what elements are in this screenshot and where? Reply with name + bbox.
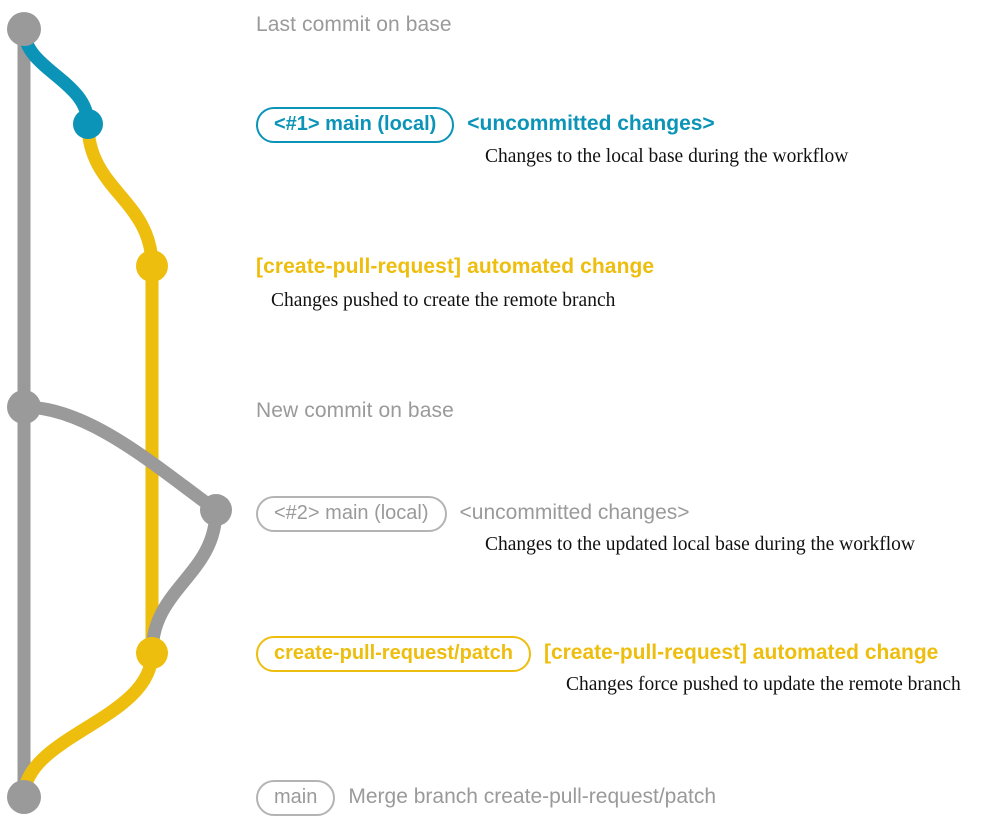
headline-new-commit-on-base: New commit on base bbox=[256, 399, 454, 422]
row-last-commit-on-base: Last commit on base bbox=[256, 13, 452, 37]
row-local-commit-1: <#1> main (local) <uncommitted changes> bbox=[256, 107, 715, 143]
remote-branch-edge-1 bbox=[81, 117, 159, 273]
badge-main-local-1[interactable]: <#1> main (local) bbox=[256, 107, 455, 143]
commit-node-local-commit-2 bbox=[200, 494, 232, 526]
headline-last-commit-on-base: Last commit on base bbox=[256, 13, 452, 36]
commit-node-remote-commit-1 bbox=[136, 250, 168, 282]
row-new-commit-on-base: New commit on base bbox=[256, 399, 454, 423]
commit-node-local-commit-1 bbox=[73, 109, 103, 139]
local-branch-edge-2 bbox=[17, 400, 223, 517]
trailing-merge-message: Merge branch create-pull-request/patch bbox=[348, 785, 717, 808]
subline-local-commit-1: Changes to the local base during the wor… bbox=[485, 146, 849, 167]
subline-remote-commit-1: Changes pushed to create the remote bran… bbox=[271, 290, 616, 311]
commit-node-remote-commit-2 bbox=[136, 637, 168, 669]
force-push-edge bbox=[145, 503, 223, 660]
trailing-automated-change-2: [create-pull-request] automated change bbox=[543, 641, 939, 664]
badge-main-local-2[interactable]: <#2> main (local) bbox=[256, 496, 447, 532]
badge-create-pull-request-patch[interactable]: create-pull-request/patch bbox=[256, 636, 531, 672]
merge-edge bbox=[17, 646, 159, 804]
row-remote-commit-2: create-pull-request/patch [create-pull-r… bbox=[256, 636, 938, 672]
badge-main[interactable]: main bbox=[256, 780, 336, 816]
row-local-commit-2: <#2> main (local) <uncommitted changes> bbox=[256, 496, 690, 532]
trailing-uncommitted-changes-2: <uncommitted changes> bbox=[459, 501, 690, 524]
row-remote-commit-1: [create-pull-request] automated change bbox=[256, 255, 654, 279]
headline-automated-change-1: [create-pull-request] automated change bbox=[256, 255, 655, 278]
trailing-uncommitted-changes-1: <uncommitted changes> bbox=[467, 112, 715, 135]
subline-remote-commit-2: Changes force pushed to update the remot… bbox=[566, 674, 961, 695]
commit-node-merge-commit bbox=[7, 780, 41, 814]
commit-node-base-new bbox=[7, 390, 41, 424]
commit-node-base-head bbox=[7, 12, 41, 46]
subline-local-commit-2: Changes to the updated local base during… bbox=[485, 534, 915, 555]
row-merge-commit: main Merge branch create-pull-request/pa… bbox=[256, 780, 716, 816]
